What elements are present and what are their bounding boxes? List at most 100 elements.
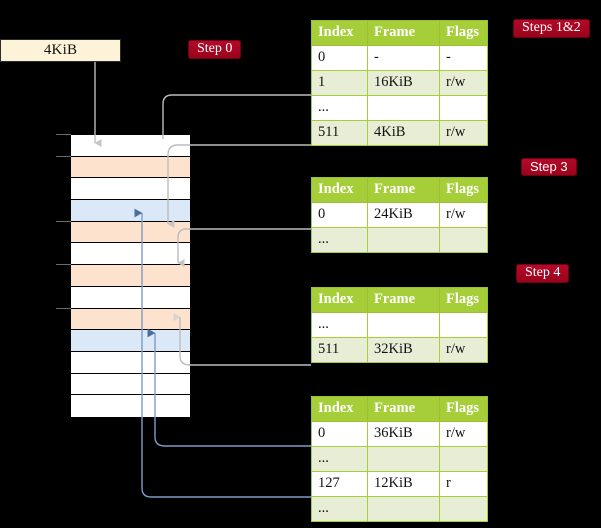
badge-step-4: Step 4: [516, 264, 570, 283]
cell-index: ...: [311, 227, 368, 253]
memory-frame-row: [56, 155, 190, 179]
table-row: ...: [311, 95, 488, 121]
badge-step-0-label: Step 0: [197, 41, 233, 56]
column-header-frame: Frame: [367, 20, 440, 46]
cell-flags: [439, 95, 488, 121]
cell-flags: -: [439, 45, 488, 71]
wire-l2-entry-to-memory: [173, 313, 311, 366]
memory-frame-row: [56, 134, 190, 157]
badge-step-0: Step 0: [188, 40, 242, 59]
cell-flags: r/w: [439, 202, 488, 228]
cell-frame: -: [367, 45, 440, 71]
memory-row-tick: [56, 134, 71, 135]
cell-index: 0: [311, 421, 368, 447]
badge-step-3-label: Step 3: [530, 159, 568, 174]
cell-index: 0: [311, 202, 368, 228]
table-row: ...: [311, 496, 488, 522]
badge-step-4-label: Step 4: [525, 265, 561, 280]
virtual-address-box: 4KiB: [0, 39, 121, 62]
cell-frame: 24KiB: [367, 202, 440, 228]
memory-frame-row: [71, 351, 190, 374]
memory-frame-row: [56, 307, 190, 331]
cell-frame: 36KiB: [367, 421, 440, 447]
cell-flags: r/w: [439, 120, 488, 146]
column-header-index: Index: [311, 177, 368, 203]
cell-frame: 32KiB: [367, 337, 440, 363]
memory-frame-row: [56, 220, 190, 244]
cell-flags: r/w: [439, 421, 488, 447]
cell-frame: [367, 312, 440, 338]
cell-flags: r: [439, 471, 488, 497]
badge-step-3: Step 3: [521, 158, 577, 176]
column-header-flags: Flags: [439, 177, 488, 203]
cell-frame: [367, 95, 440, 121]
table-row: ...: [311, 227, 488, 253]
memory-frame-row: [71, 373, 190, 396]
cell-index: 0: [311, 45, 368, 71]
column-header-index: Index: [311, 287, 368, 313]
cell-index: ...: [311, 95, 368, 121]
column-header-flags: Flags: [439, 20, 488, 46]
memory-frame-row: [56, 264, 190, 287]
cell-frame: 12KiB: [367, 471, 440, 497]
column-header-flags: Flags: [439, 396, 488, 422]
memory-frame-row: [71, 286, 190, 309]
memory-row-tick: [56, 307, 71, 309]
cell-flags: [439, 446, 488, 472]
cell-flags: [439, 496, 488, 522]
cell-flags: [439, 227, 488, 253]
table-row: ...: [311, 446, 488, 472]
cell-flags: r/w: [439, 337, 488, 363]
cell-index: 511: [311, 120, 368, 146]
wire-l3-entry-to-memory: [177, 228, 311, 267]
cell-frame: [367, 446, 440, 472]
table-row: ...: [311, 312, 488, 338]
cell-index: ...: [311, 312, 368, 338]
virtual-address-label: 4KiB: [43, 42, 78, 58]
table-row: 0--: [311, 45, 488, 71]
column-header-index: Index: [311, 396, 368, 422]
memory-frame-row: [71, 330, 190, 352]
cell-flags: r/w: [439, 70, 488, 96]
cell-frame: 16KiB: [367, 70, 440, 96]
memory-row-tick: [56, 220, 71, 222]
memory-frame-row: [71, 243, 190, 266]
memory-frame-row: [71, 178, 190, 201]
badge-steps-1-2-label: Steps 1&2: [522, 20, 581, 35]
column-header-index: Index: [311, 20, 368, 46]
memory-frame-row: [71, 200, 190, 222]
cell-flags: [439, 312, 488, 338]
memory-row-tick: [56, 155, 71, 157]
column-header-flags: Flags: [439, 287, 488, 313]
badge-steps-1-2: Steps 1&2: [513, 19, 590, 38]
cell-index: ...: [311, 446, 368, 472]
cell-frame: 4KiB: [367, 120, 440, 146]
column-header-frame: Frame: [367, 177, 440, 203]
cell-index: ...: [311, 496, 368, 522]
cell-frame: [367, 496, 440, 522]
physical-memory-column: [56, 134, 191, 417]
cell-index: 511: [311, 337, 368, 363]
memory-frame-row: [71, 395, 190, 417]
wire-l4-table-leader: [162, 94, 311, 139]
column-header-frame: Frame: [367, 287, 440, 313]
memory-row-tick: [56, 264, 71, 266]
cell-index: 1: [311, 70, 368, 96]
cell-frame: [367, 227, 440, 253]
column-header-frame: Frame: [367, 396, 440, 422]
